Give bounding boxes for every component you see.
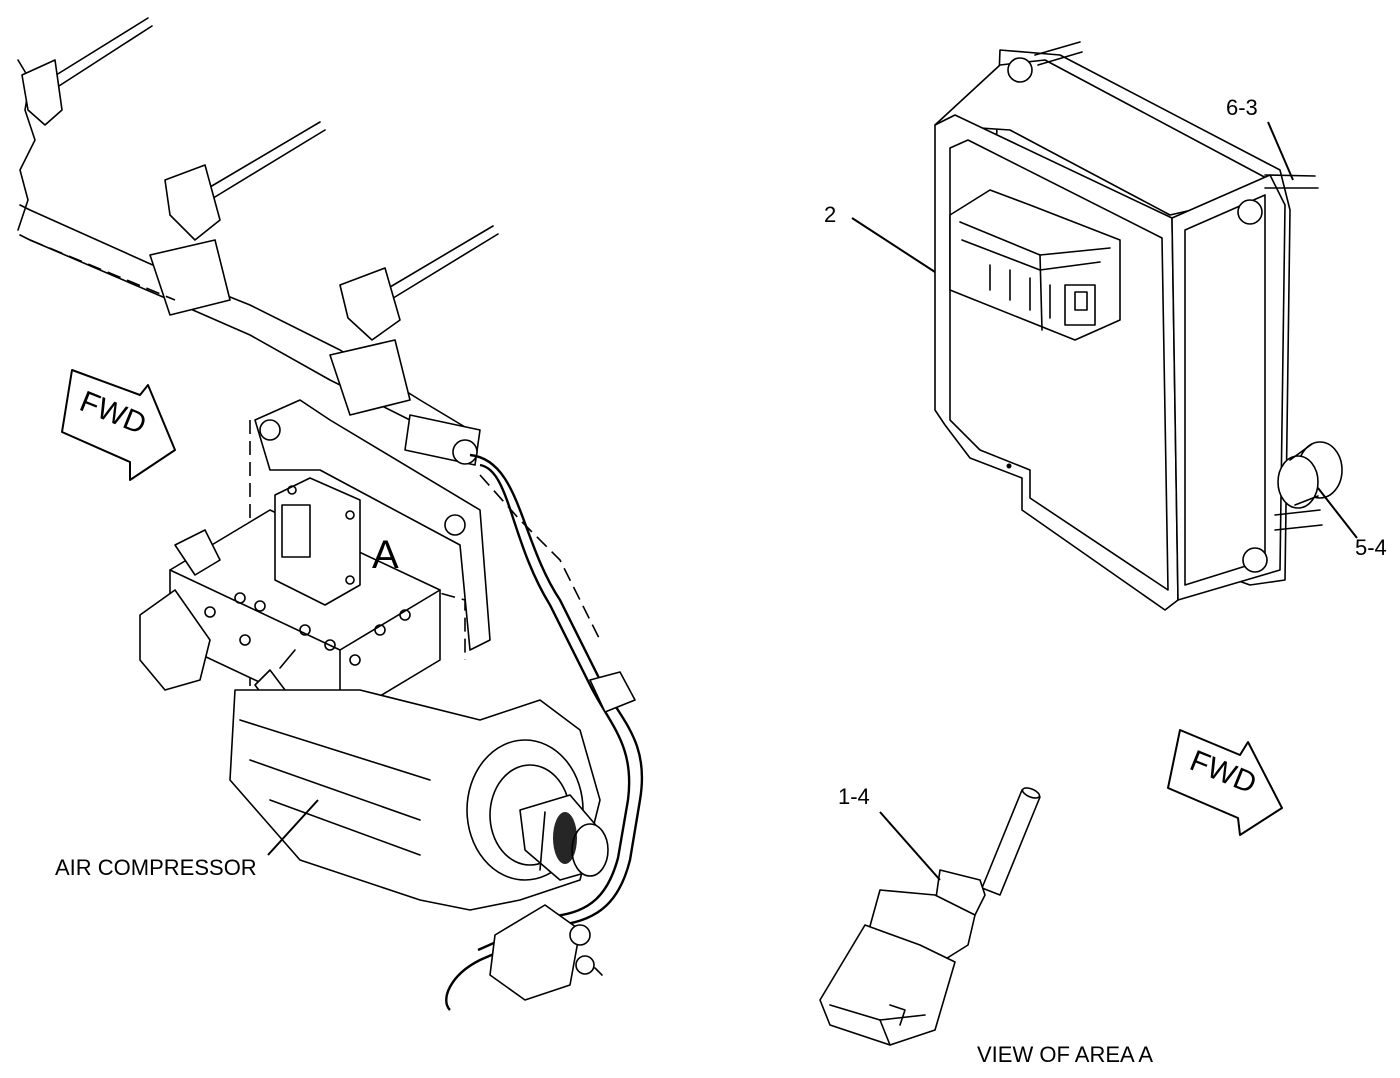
callout-1-4: 1-4 <box>838 784 870 809</box>
fwd-arrow-icon: FWD <box>1167 729 1283 836</box>
fwd-arrow-icon: FWD <box>61 369 176 481</box>
callout-1-4-leader <box>879 811 941 881</box>
view-caption: VIEW OF AREA A <box>977 1042 1153 1067</box>
air-compressor-leader <box>267 799 319 856</box>
air-compressor-label: AIR COMPRESSOR <box>55 855 257 880</box>
callout-5-4: 5-4 <box>1355 535 1387 560</box>
callout-2: 2 <box>824 202 836 227</box>
temperature-sensor <box>819 787 1041 1046</box>
callout-6-3: 6-3 <box>1226 95 1258 120</box>
ecm-module <box>934 41 1343 611</box>
callout-2-leader <box>851 217 936 273</box>
callout-5-4-leader <box>1317 487 1358 539</box>
callout-6-3-leader <box>1267 121 1294 181</box>
air-compressor-assembly <box>17 17 644 1011</box>
area-marker-label: A <box>372 533 399 577</box>
